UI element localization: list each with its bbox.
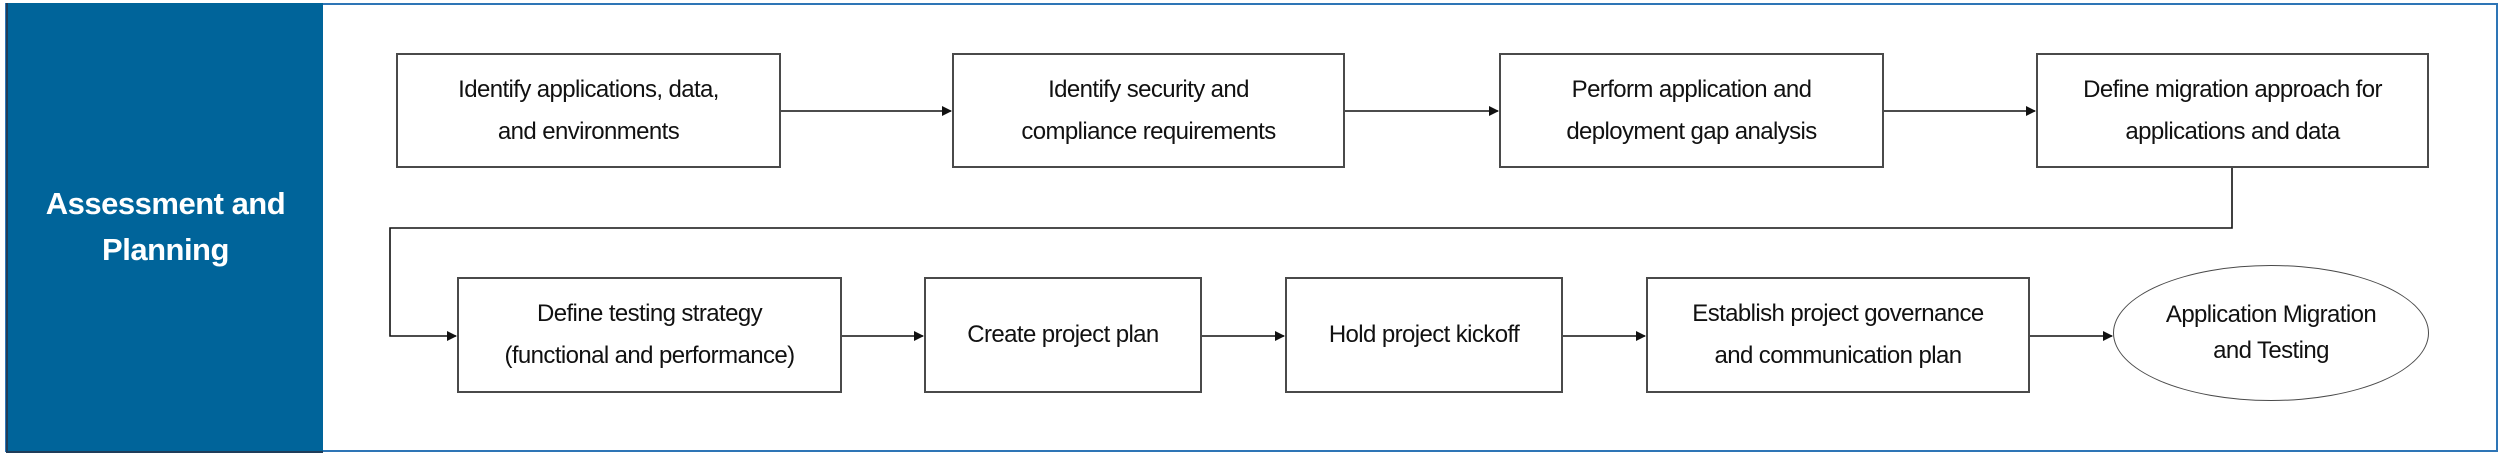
step-project-kickoff: Hold project kickoff <box>1285 277 1563 393</box>
step-label: Define testing strategy (functional and … <box>504 300 795 369</box>
step-project-plan: Create project plan <box>924 277 1202 393</box>
step-gap-analysis: Perform application and deployment gap a… <box>1499 53 1884 168</box>
step-label: Define migration approach for applicatio… <box>2083 75 2382 145</box>
step-label: Identify security and compliance require… <box>1021 75 1276 145</box>
step-testing-strategy: Define testing strategy (functional and … <box>457 277 842 393</box>
step-label: Create project plan <box>967 321 1159 348</box>
step-identify-security: Identify security and compliance require… <box>952 53 1345 168</box>
step-migration-approach: Define migration approach for applicatio… <box>2036 53 2429 168</box>
step-governance-plan: Establish project governance and communi… <box>1646 277 2030 393</box>
step-label: Perform application and deployment gap a… <box>1566 75 1817 145</box>
next-phase-label: Application Migration and Testing <box>2165 301 2377 364</box>
next-phase-ellipse: Application Migration and Testing <box>2113 265 2429 401</box>
step-identify-applications: Identify applications, data, and environ… <box>396 53 781 168</box>
step-label: Establish project governance and communi… <box>1692 300 1984 369</box>
step-label: Identify applications, data, and environ… <box>458 75 719 145</box>
phase-title: Assessment and Planning <box>45 186 286 267</box>
phase-panel: Assessment and Planning <box>6 3 323 453</box>
step-label: Hold project kickoff <box>1328 321 1520 348</box>
